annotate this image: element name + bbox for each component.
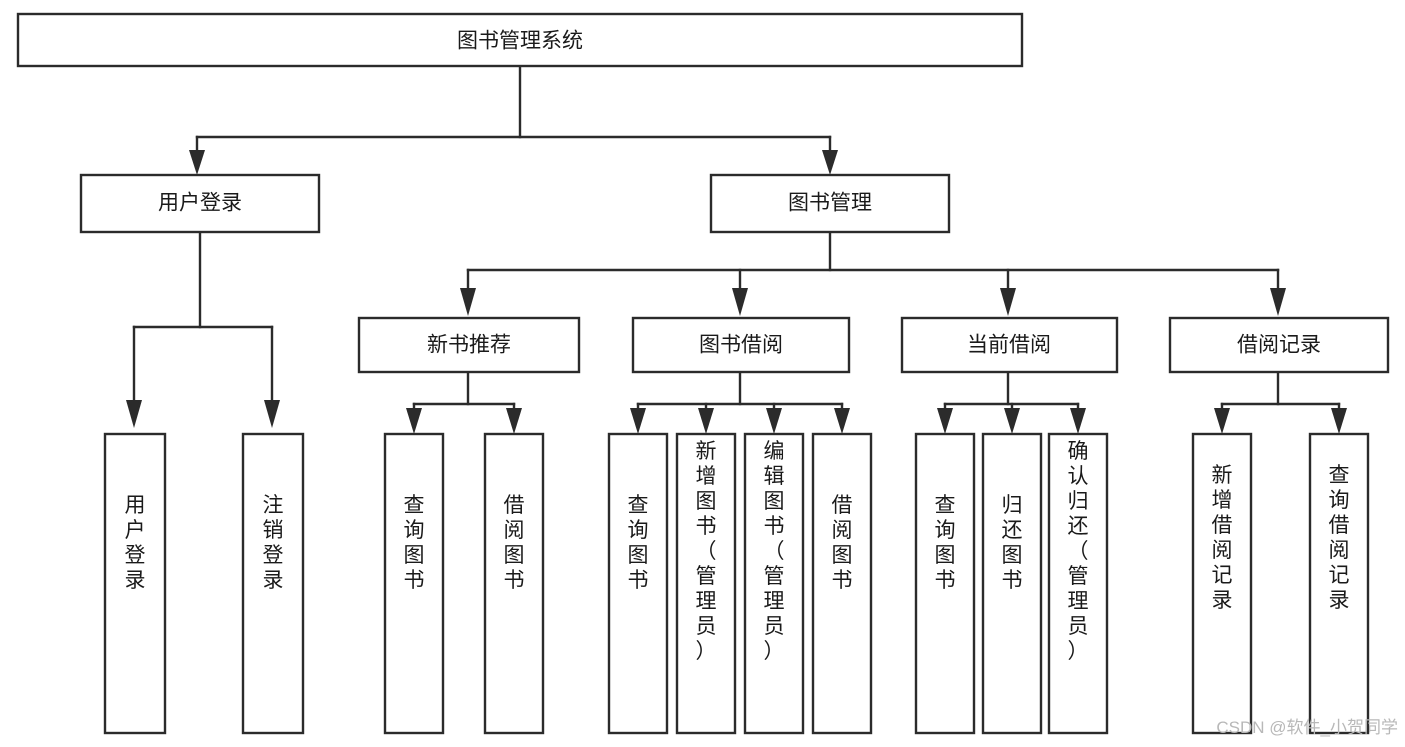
node-book-manage[interactable]: 图书管理 [709, 173, 951, 234]
leaf-current-borrow-1[interactable]: 查询图书 [914, 432, 976, 735]
leaf-book-borrow-1-box[interactable] [607, 432, 669, 735]
csdn-watermark: CSDN @软件_小贺同学 [1216, 718, 1398, 737]
arrow-currentborrow-leaf-1 [937, 408, 953, 434]
leaf-book-borrow-3-label: 编辑图书（管理员） [764, 440, 785, 663]
leaf-current-borrow-3-label: 确认归还（管理员） [1068, 440, 1089, 663]
leaf-current-borrow-3-box[interactable] [1047, 432, 1109, 735]
node-book-borrow-label: 图书借阅 [699, 334, 783, 357]
node-new-book-recommend-label: 新书推荐 [427, 334, 511, 357]
leaf-user-login-2[interactable]: 注销登录 [241, 432, 305, 735]
node-book-borrow[interactable]: 图书借阅 [631, 316, 851, 374]
leaf-new-book-2-box[interactable] [483, 432, 545, 735]
leaf-current-borrow-3[interactable]: 确认归还（管理员） [1047, 432, 1109, 735]
leaf-borrow-record-1[interactable]: 新增借阅记录 [1191, 432, 1253, 735]
node-root-label: 图书管理系统 [457, 30, 583, 53]
leaf-user-login-1[interactable]: 用户登录 [103, 432, 167, 735]
node-root-box[interactable] [16, 12, 1024, 68]
leaf-new-book-1-box[interactable] [383, 432, 445, 735]
leaf-current-borrow-1-label: 查询图书 [935, 494, 956, 592]
leaf-current-borrow-2[interactable]: 归还图书 [981, 432, 1043, 735]
arrow-bookborrow-leaf-2 [698, 408, 714, 434]
leaf-new-book-1-label: 查询图书 [404, 494, 425, 592]
leaf-user-login-2-label: 注销登录 [263, 494, 284, 592]
node-borrow-record[interactable]: 借阅记录 [1168, 316, 1390, 374]
arrow-bookborrow-leaf-4 [834, 408, 850, 434]
arrow-to-book-manage [822, 150, 838, 175]
leaf-book-borrow-1[interactable]: 查询图书 [607, 432, 669, 735]
leaf-book-borrow-4-label: 借阅图书 [832, 494, 853, 592]
arrow-newbook-leaf-2 [506, 408, 522, 434]
leaf-book-borrow-3-box[interactable] [743, 432, 805, 735]
node-current-borrow-label: 当前借阅 [967, 334, 1051, 357]
leaf-borrow-record-2-label: 查询借阅记录 [1329, 464, 1350, 612]
node-book-borrow-box[interactable] [631, 316, 851, 374]
arrow-bookborrow-leaf-3 [766, 408, 782, 434]
arrow-newbook-leaf-1 [406, 408, 422, 434]
node-user-login-box[interactable] [79, 173, 321, 234]
node-user-login[interactable]: 用户登录 [79, 173, 321, 234]
arrow-to-book-borrow [732, 288, 748, 316]
leaf-book-borrow-2-label: 新增图书（管理员） [696, 440, 717, 663]
arrow-borrowrecord-leaf-2 [1331, 408, 1347, 434]
arrow-to-new-book [460, 288, 476, 316]
node-current-borrow[interactable]: 当前借阅 [900, 316, 1119, 374]
arrow-bookborrow-leaf-1 [630, 408, 646, 434]
arrow-to-current-borrow [1000, 288, 1016, 316]
leaf-new-book-2[interactable]: 借阅图书 [483, 432, 545, 735]
node-book-manage-box[interactable] [709, 173, 951, 234]
leaf-user-login-1-box[interactable] [103, 432, 167, 735]
node-borrow-record-label: 借阅记录 [1237, 334, 1321, 357]
leaf-current-borrow-2-box[interactable] [981, 432, 1043, 735]
leaf-book-borrow-4[interactable]: 借阅图书 [811, 432, 873, 735]
leaf-new-book-1[interactable]: 查询图书 [383, 432, 445, 735]
leaf-book-borrow-2-box[interactable] [675, 432, 737, 735]
leaf-user-login-1-label: 用户登录 [125, 494, 146, 592]
arrow-userlogin-leaf-2 [264, 400, 280, 428]
node-user-login-label: 用户登录 [158, 192, 242, 215]
leaf-book-borrow-4-box[interactable] [811, 432, 873, 735]
connector-layer [126, 64, 1347, 434]
arrow-currentborrow-leaf-2 [1004, 408, 1020, 434]
arrow-userlogin-leaf-1 [126, 400, 142, 428]
node-new-book-recommend[interactable]: 新书推荐 [357, 316, 581, 374]
leaf-user-login-2-box[interactable] [241, 432, 305, 735]
node-new-book-recommend-box[interactable] [357, 316, 581, 374]
leaf-book-borrow-1-label: 查询图书 [628, 494, 649, 592]
arrow-currentborrow-leaf-3 [1070, 408, 1086, 434]
node-borrow-record-box[interactable] [1168, 316, 1390, 374]
arrow-to-borrow-record [1270, 288, 1286, 316]
node-root[interactable]: 图书管理系统 [16, 12, 1024, 68]
node-book-manage-label: 图书管理 [788, 192, 872, 215]
leaf-borrow-record-2-box[interactable] [1308, 432, 1370, 735]
arrow-to-user-login [189, 150, 205, 175]
leaf-borrow-record-1-box[interactable] [1191, 432, 1253, 735]
leaf-borrow-record-2[interactable]: 查询借阅记录 [1308, 432, 1370, 735]
leaf-current-borrow-2-label: 归还图书 [1002, 494, 1023, 592]
leaf-book-borrow-3[interactable]: 编辑图书（管理员） [743, 432, 805, 735]
leaf-current-borrow-1-box[interactable] [914, 432, 976, 735]
arrow-borrowrecord-leaf-1 [1214, 408, 1230, 434]
leaf-new-book-2-label: 借阅图书 [504, 494, 525, 592]
leaf-book-borrow-2[interactable]: 新增图书（管理员） [675, 432, 737, 735]
leaf-borrow-record-1-label: 新增借阅记录 [1212, 464, 1233, 612]
node-current-borrow-box[interactable] [900, 316, 1119, 374]
